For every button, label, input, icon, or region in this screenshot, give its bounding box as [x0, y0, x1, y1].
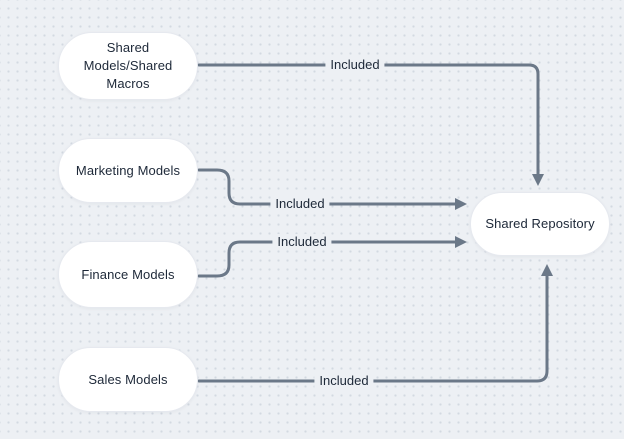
node-marketing-models: Marketing Models	[58, 138, 198, 203]
node-shared-repository: Shared Repository	[470, 192, 610, 256]
node-finance-models: Finance Models	[58, 241, 198, 308]
edge-label-included-sales: Included	[314, 373, 374, 389]
edge-label-included-marketing: Included	[270, 196, 330, 212]
node-label: Sales Models	[88, 371, 168, 387]
node-label: Finance Models	[81, 266, 175, 282]
edge-marketing-to-repository	[197, 168, 467, 210]
edge-finance-to-repository	[197, 236, 467, 278]
edge-sales-to-repository	[197, 264, 553, 383]
edge-label-included-shared-models: Included	[325, 57, 385, 73]
node-label: Shared Models/Shared Macros	[83, 40, 173, 91]
edge-label-included-finance: Included	[272, 234, 332, 250]
edge-shared-models-to-repository	[197, 63, 544, 186]
node-sales-models: Sales Models	[58, 347, 198, 412]
node-shared-models-shared-macros: Shared Models/Shared Macros	[58, 32, 198, 100]
node-label: Shared Repository	[485, 216, 595, 231]
node-label: Marketing Models	[75, 162, 181, 178]
